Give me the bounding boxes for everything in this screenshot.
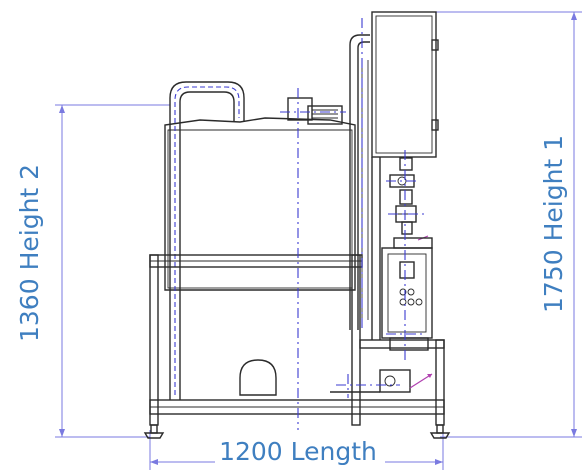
- return-pipe: [169, 81, 245, 400]
- control-cabinet: [371, 11, 439, 340]
- frame: [143, 254, 451, 439]
- valve-assembly: [389, 157, 429, 241]
- centerlines: [280, 18, 424, 430]
- tank: [164, 97, 356, 396]
- dimension-height-2: 1360 Height 2: [15, 104, 170, 438]
- height-2-label: 1360 Height 2: [15, 164, 44, 342]
- pump-unit: [381, 237, 433, 339]
- length-label: 1200 Length: [219, 437, 377, 466]
- lower-pump: [330, 337, 433, 393]
- dimension-height-1: 1750 Height 1: [430, 11, 582, 438]
- dimension-length: 1200 Length: [149, 430, 444, 470]
- height-1-label: 1750 Height 1: [539, 135, 568, 313]
